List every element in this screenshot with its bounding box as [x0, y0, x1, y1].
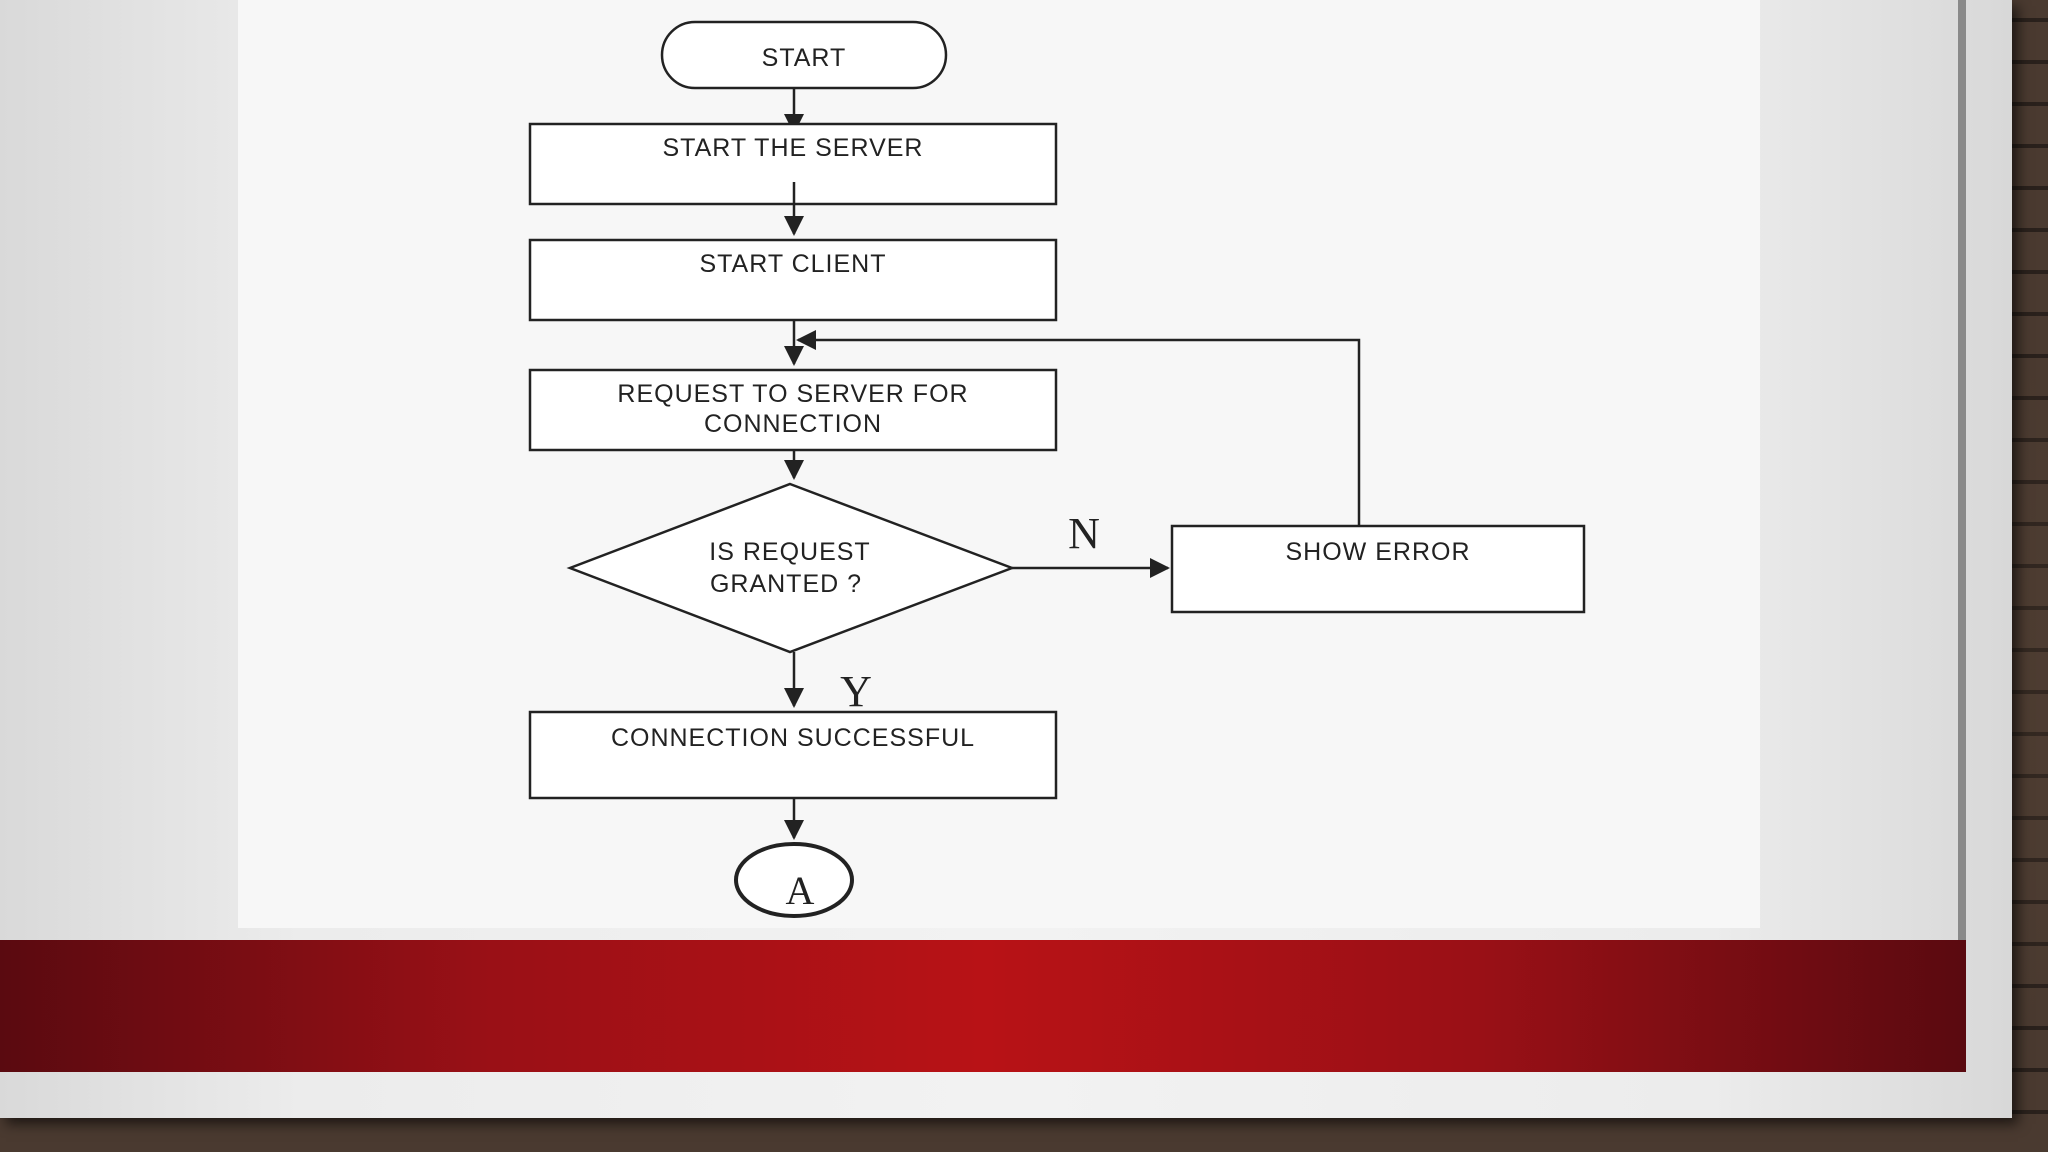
no-label: N — [1068, 509, 1100, 558]
start-terminator — [660, 20, 948, 90]
request-box — [528, 368, 1058, 452]
error-loop-line — [796, 330, 1361, 526]
slide: START START THE SERVER START CLIENT REQU… — [0, 0, 2012, 1118]
slide-footer-band — [0, 940, 1966, 1072]
flowchart-figure: START START THE SERVER START CLIENT REQU… — [238, 0, 1760, 928]
connection-successful-box — [528, 710, 1058, 800]
start-label: START — [762, 44, 847, 72]
start-client-label: START CLIENT — [699, 250, 886, 278]
flowchart: START START THE SERVER START CLIENT REQU… — [528, 20, 1586, 918]
start-server-label: START THE SERVER — [663, 134, 924, 162]
decision-label-line2: GRANTED ? — [710, 570, 862, 598]
decision-diamond — [566, 482, 1016, 654]
decision-label-line1: IS REQUEST — [709, 538, 870, 566]
connector-label: A — [786, 868, 815, 913]
yes-label: Y — [840, 667, 872, 716]
show-error-box — [1170, 524, 1586, 614]
show-error-label: SHOW ERROR — [1286, 538, 1471, 566]
request-label-line2: CONNECTION — [704, 410, 882, 438]
request-label-line1: REQUEST TO SERVER FOR — [617, 380, 968, 408]
connector-circle — [734, 842, 854, 918]
connection-successful-label: CONNECTION SUCCESSFUL — [611, 724, 975, 752]
